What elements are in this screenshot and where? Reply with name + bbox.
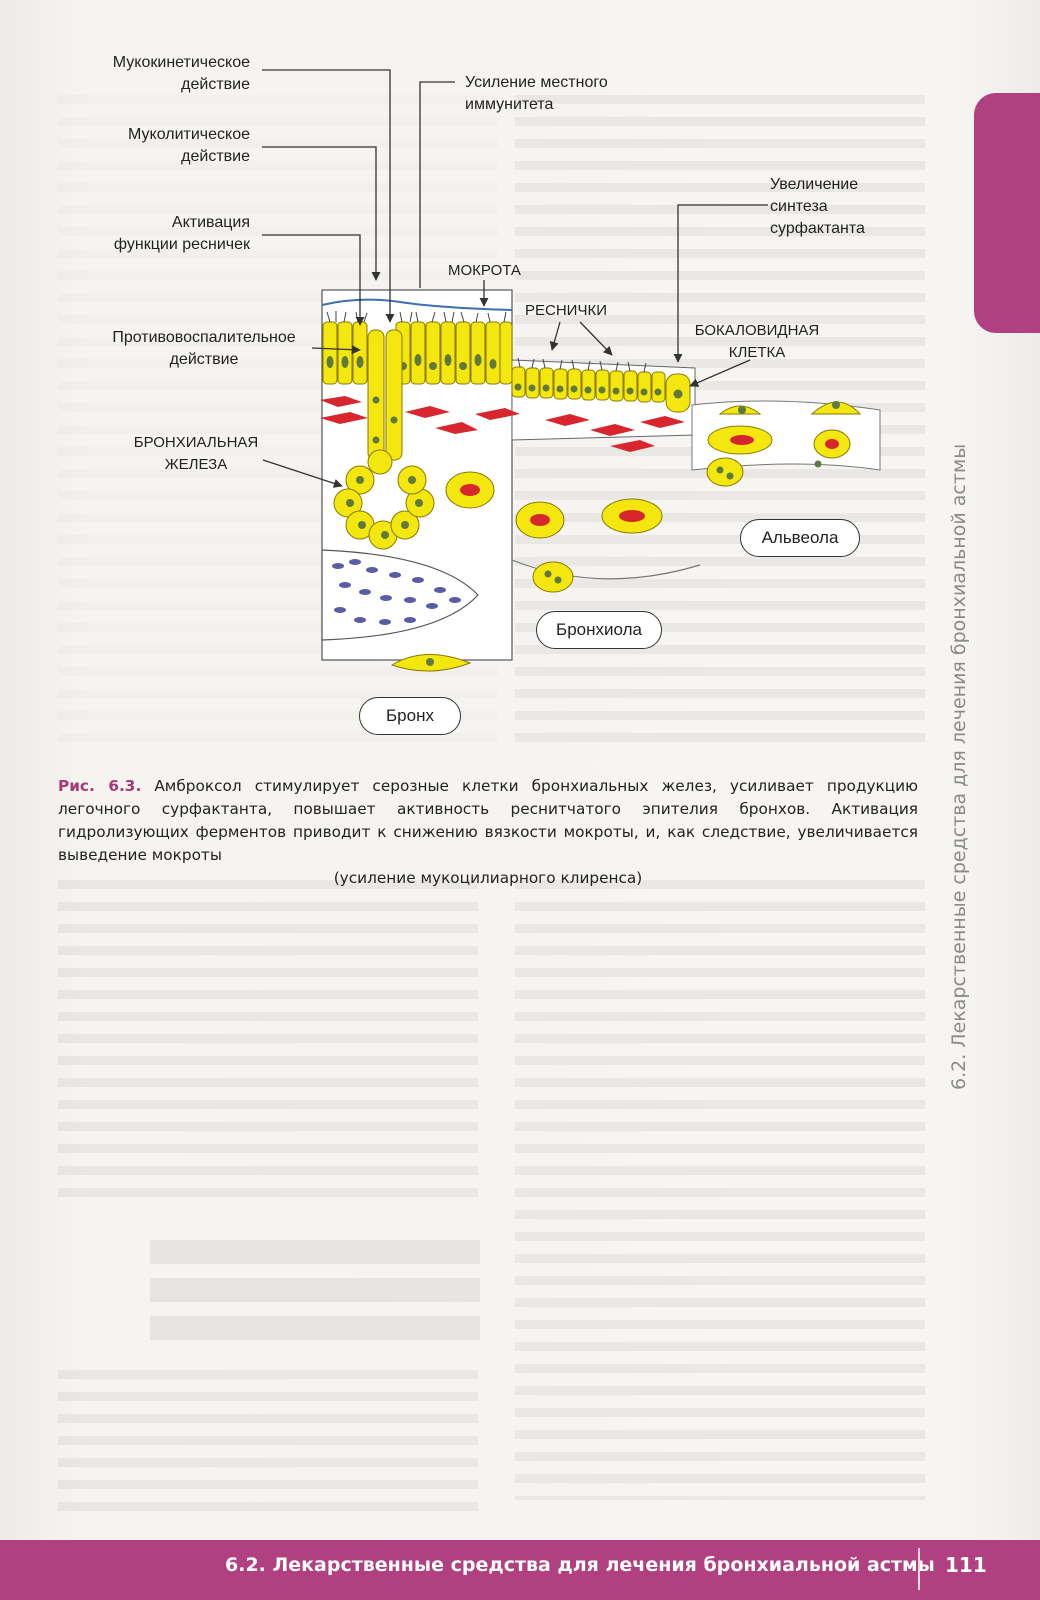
caption-text: Амброксол стимулирует серозные клетки бр… (58, 777, 919, 864)
epithelial-nuclei (326, 354, 497, 370)
red-blood-cells (460, 435, 839, 526)
leader-lines (262, 69, 768, 488)
bleed-through-text-lower-right (515, 880, 925, 1500)
page-number: 111 (945, 1553, 987, 1577)
page-footer-band (0, 1540, 1040, 1600)
figure-caption: Рис. 6.3. Амброксол стимулирует серозные… (58, 775, 918, 890)
smooth-muscle-cells (320, 396, 685, 452)
footer-section-title: 6.2. Лекарственные средства для лечения … (225, 1554, 935, 1576)
label-cilia: РЕСНИЧКИ (525, 302, 607, 319)
footer-divider (918, 1548, 920, 1590)
bleed-through-text-lower-left (58, 880, 478, 1210)
label-alveola: Альвеола (740, 519, 860, 557)
caption-text-last-line: (усиление мукоцилиарного клиренса) (333, 869, 643, 887)
figure-number: Рис. 6.3. (58, 777, 142, 795)
bronchial-epithelium (322, 321, 513, 385)
airway-diagram (262, 69, 881, 672)
bronchiole-cilia (517, 357, 647, 373)
bleed-through-heading (150, 1240, 480, 1350)
chondrocytes (332, 559, 461, 625)
bronchiole-lower-boundary (511, 559, 701, 580)
alveolar-nuclei (716, 401, 840, 480)
mucus-layer (321, 298, 513, 311)
label-bronchus: Бронх (359, 697, 461, 735)
chapter-side-tab (974, 93, 1040, 333)
label-sputum: МОКРОТА (448, 262, 521, 279)
bronchiole-nuclei (514, 383, 683, 399)
gland-nuclei (346, 396, 423, 539)
label-bronchiole: Бронхиола (536, 611, 662, 649)
bleed-through-text-bottom-left (58, 1370, 478, 1520)
bronchiole-basal-cell (532, 561, 574, 593)
